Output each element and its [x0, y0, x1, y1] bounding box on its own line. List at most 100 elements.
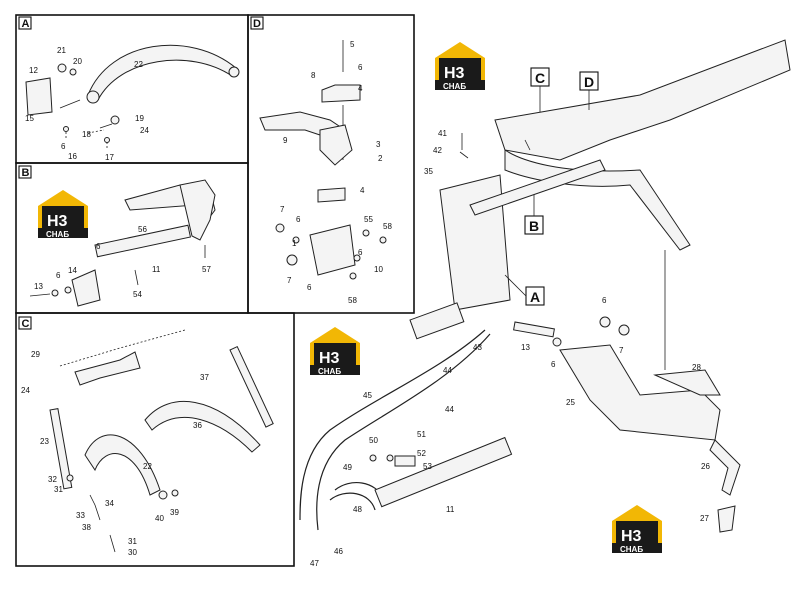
panel-b: B 56 6 14 11 57 13 6 54 — [15, 162, 249, 314]
label-4: 4 — [358, 84, 363, 93]
label-7: 7 — [280, 205, 285, 214]
label-20: 20 — [73, 57, 82, 66]
label-22: 22 — [134, 60, 143, 69]
mount-plate-part — [309, 224, 356, 276]
callout-b: B — [524, 195, 544, 235]
label-6b: 6 — [56, 271, 61, 280]
main-assembly: 41 42 35 43 13 6 6 7 25 28 26 27 44 45 4… — [299, 39, 791, 568]
label-44: 44 — [443, 366, 452, 375]
label-9: 9 — [283, 136, 288, 145]
label-6d: 6 — [358, 248, 363, 257]
label-6e: 6 — [307, 283, 312, 292]
label-16: 16 — [68, 152, 77, 161]
label-58b: 58 — [348, 296, 357, 305]
panel-d: D 5 8 6 4 9 3 2 4 7 6 1 55 58 6 10 — [247, 14, 415, 314]
label-2: 2 — [378, 154, 383, 163]
logo: H3 СНАБ — [38, 190, 88, 239]
svg-text:H3: H3 — [444, 65, 465, 82]
label-3: 3 — [376, 140, 381, 149]
label-32: 32 — [48, 475, 57, 484]
label-11: 11 — [446, 505, 455, 514]
label-19: 19 — [135, 114, 144, 123]
label-39: 39 — [170, 508, 179, 517]
label-55: 55 — [364, 215, 373, 224]
svg-text:A: A — [530, 289, 540, 305]
label-33: 33 — [76, 511, 85, 520]
label-26: 26 — [701, 462, 710, 471]
label-6c: 6 — [296, 215, 301, 224]
valve-part — [409, 302, 465, 340]
label-6: 6 — [358, 63, 363, 72]
label-25: 25 — [566, 398, 575, 407]
label-8: 8 — [311, 71, 316, 80]
label-42: 42 — [433, 146, 442, 155]
label-44b: 44 — [445, 405, 454, 414]
label-24: 24 — [21, 386, 30, 395]
panel-a: A 21 20 22 12 15 19 24 18 17 6 16 — [15, 14, 249, 164]
svg-text:СНАБ: СНАБ — [443, 82, 466, 91]
logo: H3 СНАБ — [612, 505, 662, 554]
label-37: 37 — [200, 373, 209, 382]
label-50: 50 — [369, 436, 378, 445]
label-51: 51 — [417, 430, 426, 439]
label-57: 57 — [202, 265, 211, 274]
label-15: 15 — [25, 114, 34, 123]
logo: H3 СНАБ — [310, 327, 360, 376]
label-38: 38 — [82, 523, 91, 532]
label-52: 52 — [417, 449, 426, 458]
label-45: 45 — [363, 391, 372, 400]
label-17: 17 — [105, 153, 114, 162]
label-54: 54 — [133, 290, 142, 299]
svg-text:D: D — [584, 74, 594, 90]
label-31b: 31 — [128, 537, 137, 546]
label-48: 48 — [353, 505, 362, 514]
cylinder-part — [94, 224, 192, 258]
svg-text:H3: H3 — [47, 213, 68, 230]
label-13: 13 — [521, 343, 530, 352]
label-41: 41 — [438, 129, 447, 138]
callout-a: A — [504, 274, 545, 306]
label-4b: 4 — [360, 186, 365, 195]
label-27: 27 — [700, 514, 709, 523]
label-22: 22 — [143, 462, 152, 471]
label-23: 23 — [40, 437, 49, 446]
label-47: 47 — [310, 559, 319, 568]
svg-text:C: C — [535, 70, 545, 86]
bracket-part — [25, 77, 53, 116]
label-28: 28 — [692, 363, 701, 372]
label-6: 6 — [96, 242, 101, 251]
label-6: 6 — [61, 142, 66, 151]
label-58: 58 — [383, 222, 392, 231]
panel-c-tag: C — [22, 318, 30, 330]
callout-d: D — [579, 71, 599, 110]
svg-text:B: B — [529, 218, 539, 234]
label-21: 21 — [57, 46, 66, 55]
label-1: 1 — [292, 239, 297, 248]
label-49: 49 — [343, 463, 352, 472]
label-34: 34 — [105, 499, 114, 508]
label-36: 36 — [193, 421, 202, 430]
svg-text:H3: H3 — [621, 528, 642, 545]
arm-part — [87, 44, 237, 101]
svg-text:H3: H3 — [319, 350, 340, 367]
label-43: 43 — [473, 343, 482, 352]
label-18: 18 — [82, 130, 91, 139]
panel-d-tag: D — [253, 18, 261, 30]
callout-c: C — [530, 67, 550, 112]
label-11: 11 — [152, 265, 161, 274]
label-6b: 6 — [602, 296, 607, 305]
label-10: 10 — [374, 265, 383, 274]
label-7b: 7 — [287, 276, 292, 285]
label-40: 40 — [155, 514, 164, 523]
label-13: 13 — [34, 282, 43, 291]
label-35: 35 — [424, 167, 433, 176]
label-5: 5 — [350, 40, 355, 49]
panel-b-tag: B — [22, 167, 30, 179]
svg-text:СНАБ: СНАБ — [620, 545, 643, 554]
label-56: 56 — [138, 225, 147, 234]
label-46: 46 — [334, 547, 343, 556]
label-31: 31 — [54, 485, 63, 494]
bucket-bracket-part — [559, 344, 721, 441]
panel-c: C 29 24 37 23 36 22 32 31 34 33 38 40 39… — [15, 312, 295, 567]
